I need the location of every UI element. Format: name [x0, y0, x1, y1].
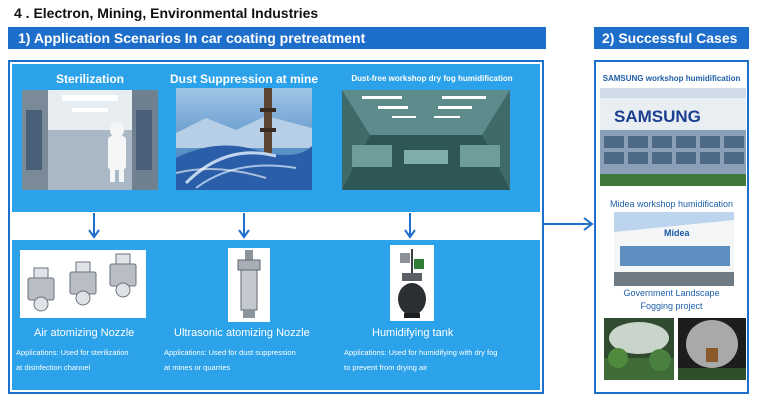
humidifying-tank-desc: Applications: Used for humidifying with …	[344, 345, 497, 375]
product-desc-line: at mines or quarries	[164, 363, 231, 372]
mine-dust-suppression-photo	[176, 88, 312, 190]
scene-label-dust-suppression: Dust Suppression at mine	[169, 72, 319, 86]
midea-sign: Midea	[664, 228, 691, 238]
midea-building-photo: Midea	[614, 212, 734, 286]
case-label-line: Government Landscape	[623, 288, 720, 298]
ultrasonic-atomizing-nozzle-name: Ultrasonic atomizing Nozzle	[174, 327, 310, 339]
product-desc-line: Applications: Used for sterilization	[16, 348, 129, 357]
arrow-right-icon	[544, 216, 594, 232]
product-desc-line: Applications: Used for humidifying with …	[344, 348, 498, 357]
air-atomizing-nozzle-name: Air atomizing Nozzle	[34, 327, 135, 339]
landscape-fog-photo-2	[678, 318, 746, 380]
application-scenarios-header: 1) Application Scenarios In car coating …	[8, 27, 546, 49]
samsung-building-photo: SAMSUNG	[600, 88, 746, 186]
product-desc-line: to prevent from drying air	[344, 363, 428, 372]
landscape-fog-photo-1	[604, 318, 674, 380]
arrow-down-icon	[238, 213, 250, 239]
arrow-down-icon	[404, 213, 416, 239]
ultrasonic-atomizing-nozzle-desc: Applications: Used for dust suppression …	[164, 345, 296, 375]
air-atomizing-nozzle-image	[20, 250, 146, 318]
successful-cases-header: 2) Successful Cases	[594, 27, 749, 49]
page-title: 4 . Electron, Mining, Environmental Indu…	[14, 5, 319, 21]
samsung-case-label: SAMSUNG workshop humidification	[602, 74, 741, 83]
dust-free-workshop-photo	[342, 90, 510, 190]
product-desc-line: Applications: Used for dust suppression	[164, 348, 296, 357]
government-landscape-case-label: Government Landscape Fogging project	[594, 287, 749, 313]
humidifying-tank-image	[390, 245, 434, 321]
arrow-down-icon	[88, 213, 100, 239]
ultrasonic-atomizing-nozzle-image	[228, 248, 270, 322]
case-label-line: Fogging project	[640, 301, 703, 311]
scene-label-sterilization: Sterilization	[55, 72, 124, 86]
product-desc-line: at disinfection channel	[16, 363, 91, 372]
midea-case-label: Midea workshop humidification	[609, 199, 734, 209]
humidifying-tank-name: Humidifying tank	[372, 327, 454, 339]
air-atomizing-nozzle-desc: Applications: Used for sterilization at …	[16, 345, 129, 375]
scene-label-dry-fog: Dust-free workshop dry fog humidificatio…	[351, 74, 513, 83]
sterilization-cleanroom-photo	[22, 90, 158, 190]
samsung-sign: SAMSUNG	[614, 107, 701, 126]
